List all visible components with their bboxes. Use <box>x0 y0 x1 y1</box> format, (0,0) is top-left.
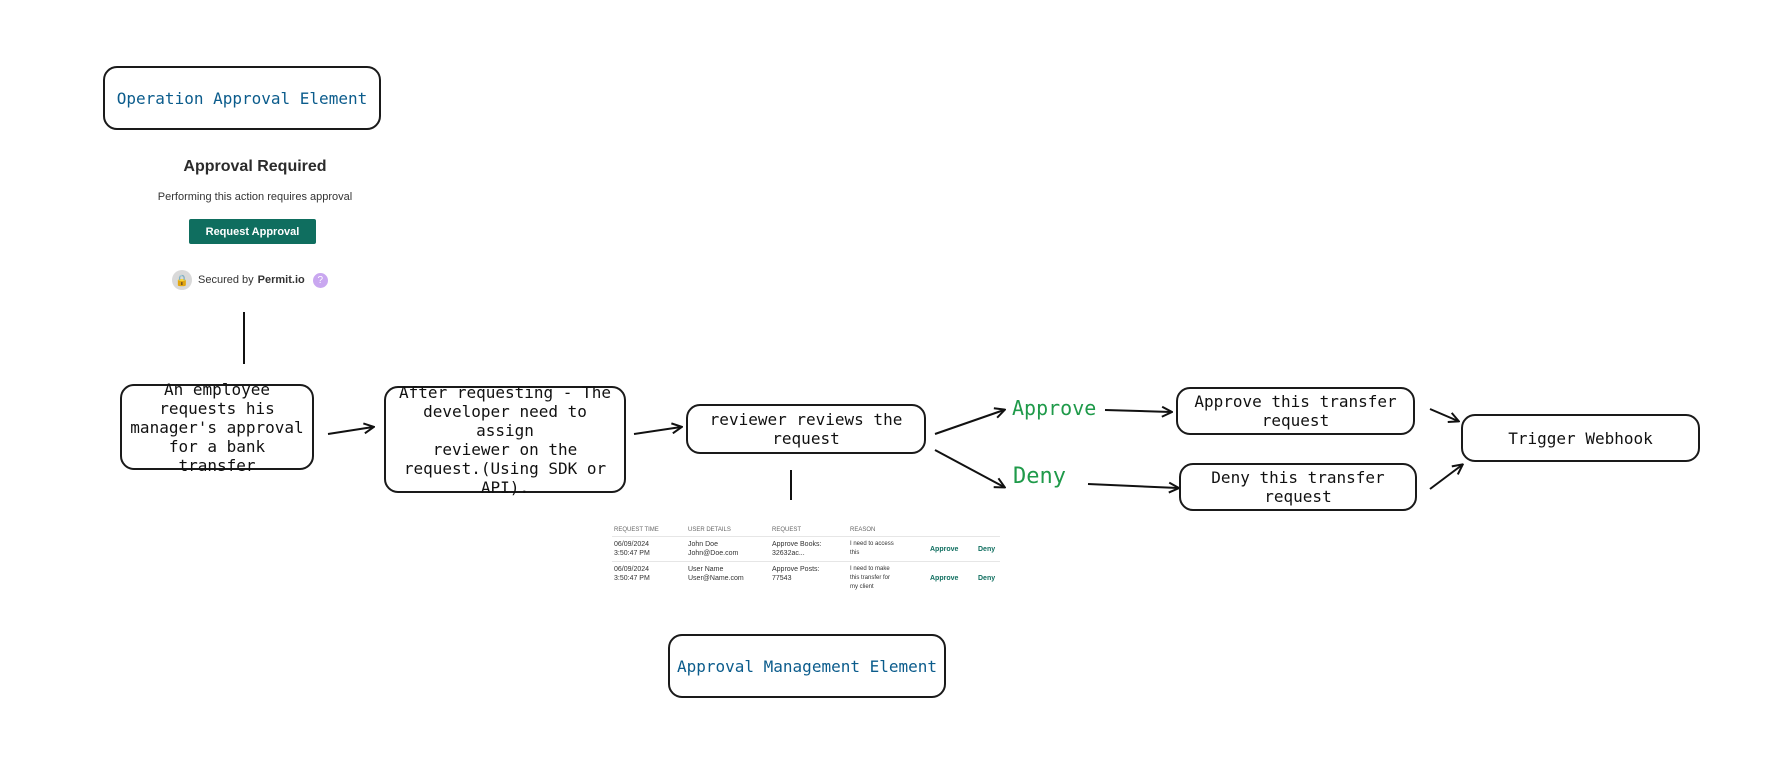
arrow-step2-to-step3 <box>633 427 681 435</box>
request-approval-button[interactable]: Request Approval <box>189 219 316 244</box>
deny-link[interactable]: Deny <box>976 561 1000 595</box>
deny-link[interactable]: Deny <box>976 536 1000 562</box>
cell-reason: I need to make this transfer for my clie… <box>848 561 928 595</box>
table-row: 06/09/2024 3:50:47 PM User Name User@Nam… <box>612 561 1000 595</box>
cell-user: John Doe John@Doe.com <box>686 536 770 562</box>
arrow-deny-to-webhook <box>1429 465 1462 490</box>
col-user-details: USER DETAILS <box>688 527 731 533</box>
arrow-step3-to-deny <box>934 449 1004 487</box>
approval-required-subtitle: Performing this action requires approval <box>157 191 353 203</box>
cell-request: Approve Books: 32632ac... <box>770 536 848 562</box>
approve-label: Approve <box>1012 396 1097 420</box>
col-reason: REASON <box>850 527 876 533</box>
help-icon[interactable]: ? <box>312 272 328 288</box>
step-assign-reviewer: After requesting - The developer need to… <box>384 383 626 497</box>
cell-user: User Name User@Name.com <box>686 561 770 595</box>
col-request-time: REQUEST TIME <box>614 527 659 533</box>
approve-link[interactable]: Approve <box>928 561 976 595</box>
step-employee-request: An employee requests his manager's appro… <box>120 380 314 475</box>
operation-approval-element-label: Operation Approval Element <box>103 66 381 130</box>
permit-brand: Permit.io <box>257 274 305 286</box>
shield-icon: 🔒 <box>172 270 192 290</box>
arrow-step1-to-step2 <box>327 427 373 435</box>
step-reviewer-reviews: reviewer reviews the request <box>686 404 926 454</box>
approval-management-element-label: Approval Management Element <box>668 634 946 698</box>
arrow-approve-label-to-box <box>1104 410 1171 412</box>
secured-prefix: Secured by <box>198 274 254 286</box>
secured-by-footer: 🔒 Secured by Permit.io ? <box>172 270 328 290</box>
arrow-step3-to-approve <box>934 410 1004 435</box>
deny-label: Deny <box>1013 464 1066 489</box>
cell-time: 06/09/2024 3:50:47 PM <box>612 536 686 562</box>
approval-required-title: Approval Required <box>183 158 327 175</box>
approve-transfer-box: Approve this transfer request <box>1176 387 1415 435</box>
table-header-row: REQUEST TIME USER DETAILS REQUEST REASON <box>612 524 1000 537</box>
col-request: REQUEST <box>772 527 802 533</box>
arrow-deny-label-to-box <box>1087 484 1178 488</box>
col-deny <box>976 524 1000 537</box>
approve-link[interactable]: Approve <box>928 536 976 562</box>
deny-transfer-box: Deny this transfer request <box>1179 463 1417 511</box>
cell-request: Approve Posts: 77543 <box>770 561 848 595</box>
cell-reason: I need to access this <box>848 536 928 562</box>
table-row: 06/09/2024 3:50:47 PM John Doe John@Doe.… <box>612 536 1000 562</box>
col-approve <box>928 524 976 537</box>
cell-time: 06/09/2024 3:50:47 PM <box>612 561 686 595</box>
trigger-webhook-box: Trigger Webhook <box>1461 414 1700 462</box>
arrow-approve-to-webhook <box>1429 408 1458 421</box>
approval-management-table: REQUEST TIME USER DETAILS REQUEST REASON… <box>612 524 1000 595</box>
